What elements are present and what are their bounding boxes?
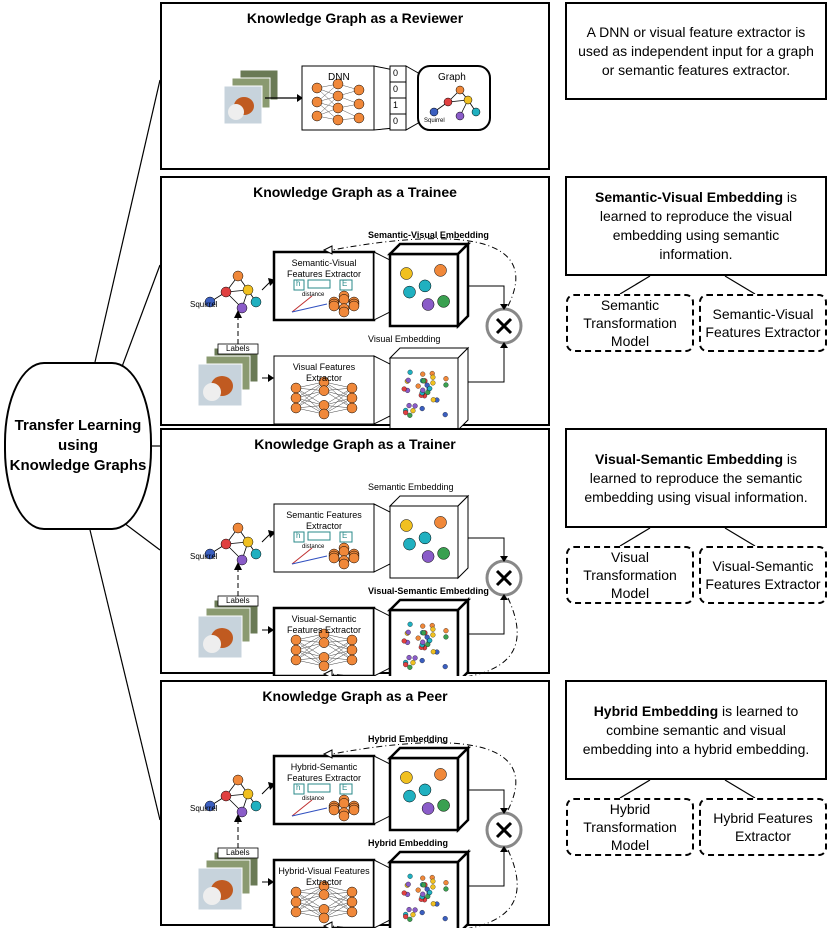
labels-tag: Labels: [226, 848, 250, 857]
sub-box-hybrid-transformation: Hybrid Transformation Model: [566, 798, 694, 856]
panel-diagram: [197, 494, 523, 676]
root-line-1: Transfer Learning: [14, 417, 142, 434]
panel-title: Knowledge Graph as a Peer: [262, 688, 448, 704]
sub-box-semantic-visual-extractor: Semantic-Visual Features Extractor: [699, 294, 827, 352]
vector-value-2: 0: [393, 84, 399, 94]
labels-tag: Labels: [226, 596, 250, 605]
description-trainer: Visual-Semantic Embedding is learned to …: [565, 428, 827, 528]
formula-e: E: [342, 783, 348, 792]
formula-h: h: [296, 279, 301, 288]
formula-distance: distance: [302, 796, 325, 802]
panel-reviewer: Knowledge Graph as a Reviewer: [160, 2, 550, 170]
top-extractor-label: Semantic-Visual Features Extractor: [286, 258, 362, 279]
panel-diagram: [197, 742, 523, 928]
squirrel-node-label: Squirrel: [190, 804, 218, 813]
panel-title: Knowledge Graph as a Trainer: [254, 436, 456, 452]
vector-value-4: 0: [393, 116, 399, 126]
description-text: is learned to reproduce the semantic emb…: [584, 450, 808, 505]
panel-title: Knowledge Graph as a Trainee: [253, 184, 457, 200]
top-embedding-label: Semantic-Visual Embedding: [368, 230, 489, 240]
formula-h: h: [296, 531, 301, 540]
description-bold: Visual-Semantic Embedding: [594, 450, 783, 467]
sub-box-hybrid-extractor: Hybrid Features Extractor: [699, 798, 827, 856]
squirrel-node-label: Squirrel: [190, 300, 218, 309]
panel-title: Knowledge Graph as a Reviewer: [246, 10, 464, 26]
image-stack-icon: [223, 69, 279, 125]
root-line-2: using: [58, 437, 98, 454]
root-node: Transfer Learning using Knowledge Graphs: [4, 362, 152, 530]
sub-box-visual-semantic-extractor: Visual-Semantic Features Extractor: [699, 546, 827, 604]
labels-tag: Labels: [226, 344, 250, 353]
formula-distance: distance: [302, 544, 325, 550]
bottom-embedding-label: Visual-Semantic Embedding: [368, 586, 489, 596]
description-text: is learned to combine semantic and visua…: [582, 702, 810, 757]
description-text: is learned to reproduce the visual embed…: [599, 189, 797, 262]
panel-diagram: [197, 238, 523, 428]
root-line-3: Knowledge Graphs: [9, 457, 147, 474]
vector-value-1: 0: [393, 68, 399, 78]
dnn-label: DNN: [328, 72, 350, 83]
bottom-embedding-label: Hybrid Embedding: [368, 838, 449, 848]
formula-e: E: [342, 531, 348, 540]
sub-box-semantic-transformation: Semantic Transformation Model: [566, 294, 694, 352]
description-trainee: Semantic-Visual Embedding is learned to …: [565, 176, 827, 276]
squirrel-node-label: Squirrel: [424, 118, 445, 124]
reviewer-diagram: [223, 65, 491, 131]
bottom-extractor-label: Hybrid-Visual Features Extractor: [278, 866, 370, 887]
top-extractor-label: Hybrid-Semantic Features Extractor: [286, 762, 362, 783]
bottom-extractor-label: Visual-Semantic Features Extractor: [286, 614, 362, 635]
top-extractor-label: Semantic Features Extractor: [286, 510, 362, 531]
description-text: A DNN or visual feature extractor is use…: [578, 23, 814, 78]
squirrel-node-label: Squirrel: [190, 552, 218, 561]
sub-box-visual-transformation: Visual Transformation Model: [566, 546, 694, 604]
graph-label: Graph: [438, 72, 466, 83]
formula-h: h: [296, 783, 301, 792]
top-embedding-label: Semantic Embedding: [368, 482, 454, 492]
bottom-extractor-label: Visual Features Extractor: [292, 362, 356, 383]
formula-e: E: [342, 279, 348, 288]
bottom-embedding-label: Visual Embedding: [368, 334, 441, 344]
description-peer: Hybrid Embedding is learned to combine s…: [565, 680, 827, 780]
description-bold: Hybrid Embedding: [593, 702, 719, 719]
vector-value-3: 1: [393, 100, 399, 110]
top-embedding-label: Hybrid Embedding: [368, 734, 449, 744]
description-reviewer: A DNN or visual feature extractor is use…: [565, 2, 827, 100]
formula-distance: distance: [302, 292, 325, 298]
description-bold: Semantic-Visual Embedding: [594, 189, 783, 205]
